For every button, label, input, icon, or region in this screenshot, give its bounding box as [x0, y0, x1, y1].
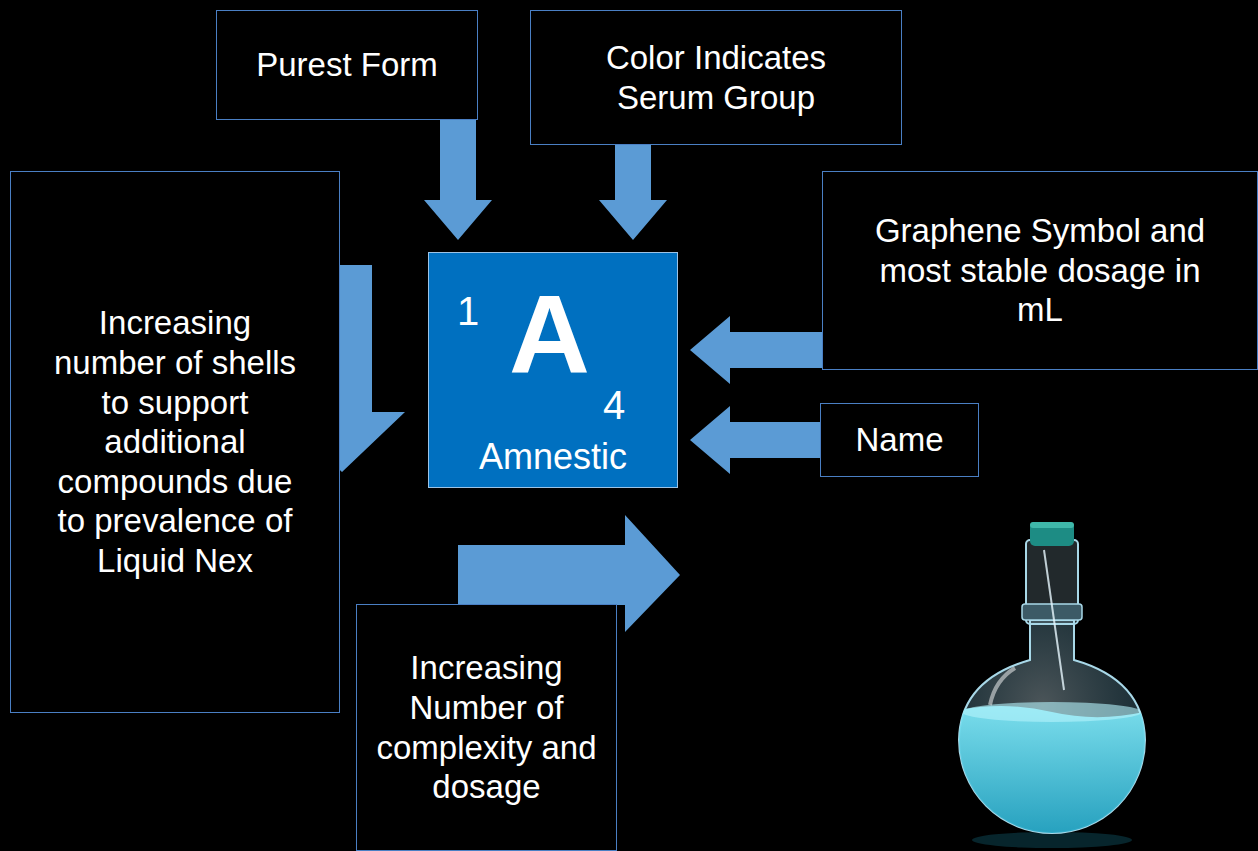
callout-box: Increasing Number of complexity and dosa…: [356, 604, 617, 851]
flask-illustration: [950, 522, 1160, 850]
callout-box: Color Indicates Serum Group: [530, 10, 902, 145]
block-arrow: [690, 316, 822, 384]
tile-text: A: [509, 279, 590, 391]
callout-text: Increasing number of shells to support a…: [40, 303, 310, 580]
callout-text: Graphene Symbol and most stable dosage i…: [860, 211, 1220, 330]
callout-box: Graphene Symbol and most stable dosage i…: [822, 171, 1258, 370]
callout-box: Increasing number of shells to support a…: [10, 171, 340, 713]
callout-box: Purest Form: [216, 10, 478, 120]
callout-text: Increasing Number of complexity and dosa…: [372, 648, 602, 806]
block-arrow: [424, 120, 492, 240]
block-arrow: [690, 406, 820, 474]
tile-text: Amnestic: [429, 439, 677, 475]
tile-text: 4: [603, 385, 625, 425]
tile-text: 1: [457, 291, 479, 331]
callout-box: Name: [820, 403, 979, 477]
callout-text: Color Indicates Serum Group: [566, 38, 866, 117]
callout-text: Name: [855, 420, 943, 460]
callout-text: Purest Form: [256, 45, 438, 85]
block-arrow: [599, 145, 667, 240]
element-tile: 1A4Amnestic: [428, 252, 678, 488]
